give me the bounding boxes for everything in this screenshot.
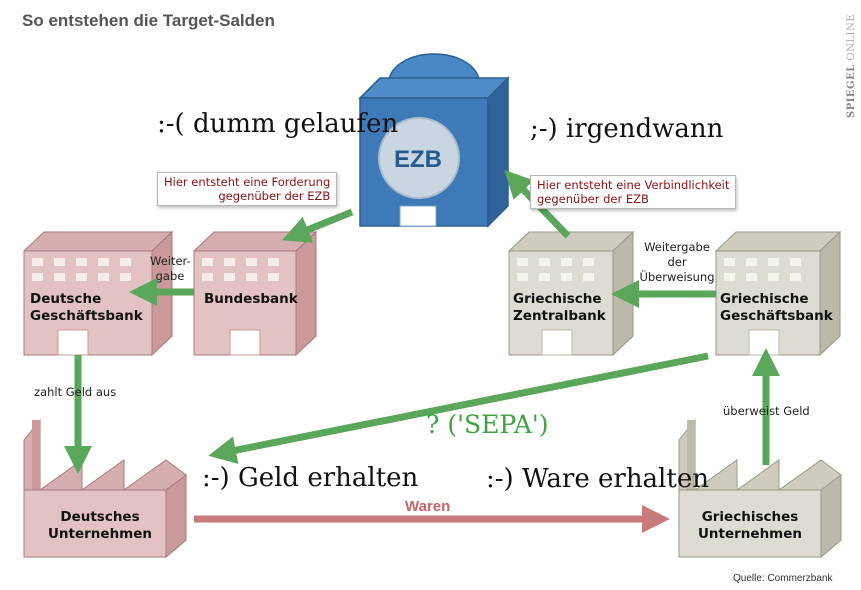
comment-ware-erhalten: :-) Ware erhalten <box>486 464 709 494</box>
arrow-ezb-to-bundesbank <box>282 208 354 243</box>
comment-geld-erhalten: :-) Geld erhalten <box>202 463 419 493</box>
ezb-label: EZB <box>394 146 442 173</box>
label-zahlt-geld-aus: zahlt Geld aus <box>34 385 117 399</box>
brand-logo: SPIEGEL ONLINE <box>846 13 857 118</box>
label-bundesbank: Bundesbank <box>204 291 298 307</box>
note-forderung: Hier entsteht eine Forderung gegenüber d… <box>157 172 338 206</box>
building-window <box>517 273 528 281</box>
comment-irgendwann: ;-) irgendwann <box>530 114 724 144</box>
building-window <box>724 258 735 266</box>
building-window <box>224 273 235 281</box>
arrows <box>64 169 780 533</box>
building-window <box>724 273 735 281</box>
building-window <box>76 273 87 281</box>
building-window <box>202 273 213 281</box>
comment-sepa: ? ('SEPA') <box>426 410 549 439</box>
arrow-sepa <box>208 352 709 464</box>
page-title: So entstehen die Target-Salden <box>22 11 275 30</box>
label-weitergabe-der-ueberweisung: Weitergabe der Überweisung <box>639 240 715 284</box>
building-window <box>517 258 528 266</box>
griechisches-unternehmen-factory <box>678 418 842 559</box>
building-window <box>561 258 572 266</box>
label-deutsche-geschaeftsbank: Deutsche Geschäftsbank <box>30 291 143 324</box>
building-window <box>790 258 801 266</box>
building-window <box>120 273 131 281</box>
label-ueberweist-geld: überweist Geld <box>723 404 810 418</box>
label-griechische-zentralbank: Griechische Zentralbank <box>513 291 606 324</box>
building-window <box>539 273 550 281</box>
building-window <box>54 258 65 266</box>
building-window <box>768 258 779 266</box>
building-window <box>583 258 594 266</box>
label-weitergabe: Weiter- gabe <box>150 254 191 283</box>
building-window <box>246 273 257 281</box>
note-verbindlichkeit: Hier entsteht eine Verbindlichkeit gegen… <box>530 175 737 209</box>
label-griechisches-unternehmen: Griechisches Unternehmen <box>697 509 803 542</box>
building-window <box>224 258 235 266</box>
building-window <box>268 258 279 266</box>
label-waren: Waren <box>405 498 451 515</box>
building-window <box>268 273 279 281</box>
building-window <box>539 258 550 266</box>
ezb-building <box>358 53 510 228</box>
label-deutsches-unternehmen: Deutsches Unternehmen <box>47 509 153 542</box>
building-window <box>246 258 257 266</box>
label-griechische-geschaeftsbank: Griechische Geschäftsbank <box>720 291 833 324</box>
building-window <box>76 258 87 266</box>
building-window <box>583 273 594 281</box>
building-window <box>120 258 131 266</box>
building-window <box>98 258 109 266</box>
comment-dumm-gelaufen: :-( dumm gelaufen <box>157 109 399 139</box>
building-window <box>98 273 109 281</box>
building-window <box>202 258 213 266</box>
building-window <box>54 273 65 281</box>
building-window <box>561 273 572 281</box>
building-window <box>746 273 757 281</box>
building-window <box>768 273 779 281</box>
building-window <box>746 258 757 266</box>
deutsches-unternehmen-factory <box>23 418 187 559</box>
bundesbank-building <box>192 230 318 357</box>
source-credit: Quelle: Commerzbank <box>733 573 833 584</box>
building-window <box>32 273 43 281</box>
building-window <box>32 258 43 266</box>
building-window <box>790 273 801 281</box>
